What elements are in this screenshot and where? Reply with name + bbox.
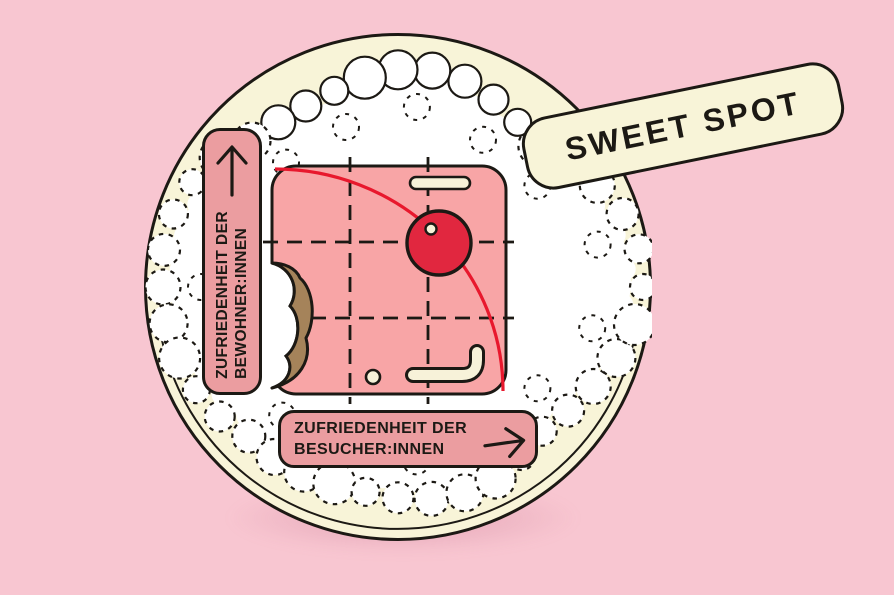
sprinkle-pill bbox=[408, 175, 472, 191]
y-axis-line1: ZUFRIEDENHEIT DER bbox=[214, 211, 231, 379]
doily-scallop bbox=[332, 113, 360, 141]
doily-scallop bbox=[319, 75, 350, 106]
doily-scallop bbox=[157, 198, 189, 230]
y-axis-label: ZUFRIEDENHEIT DER BEWOHNER:INNEN bbox=[202, 128, 262, 395]
bite-filling bbox=[270, 261, 314, 390]
marker-highlight bbox=[424, 222, 438, 236]
doily-scallop bbox=[551, 393, 586, 428]
doily-scallop bbox=[612, 302, 652, 347]
doily-scallop bbox=[613, 258, 636, 281]
doily-scallop bbox=[260, 104, 297, 141]
sprinkle-hook-fill bbox=[408, 347, 482, 380]
doily-scallop bbox=[530, 398, 553, 421]
doily-scallop bbox=[574, 367, 612, 406]
up-arrow-icon bbox=[212, 141, 252, 204]
x-axis-text: ZUFRIEDENHEIT DER BESUCHER:INNEN bbox=[281, 418, 467, 460]
doily-scallop bbox=[372, 466, 394, 489]
x-axis-line1: ZUFRIEDENHEIT DER bbox=[294, 420, 468, 437]
doily-scallop bbox=[342, 55, 387, 100]
plate-rim bbox=[160, 337, 636, 530]
doily-scallop bbox=[350, 476, 381, 507]
doily-scallop bbox=[231, 418, 267, 454]
chart-panel-group bbox=[249, 157, 514, 404]
doily-scallop bbox=[583, 230, 612, 259]
sprinkle-hook bbox=[405, 344, 485, 383]
right-arrow-icon bbox=[480, 422, 531, 467]
sweet-spot-marker bbox=[405, 209, 473, 277]
sprinkle-dot bbox=[364, 368, 382, 386]
doily-scallop bbox=[381, 481, 415, 515]
grid bbox=[263, 157, 514, 404]
doily-scallop bbox=[144, 268, 182, 306]
doily-scallop bbox=[623, 233, 652, 265]
doily-scallop bbox=[157, 336, 202, 380]
doily-scallop bbox=[477, 83, 510, 116]
doily-scallop bbox=[203, 400, 236, 433]
doily-scallop bbox=[605, 196, 640, 232]
doily-scallop bbox=[578, 314, 607, 343]
doily-scallop bbox=[289, 89, 323, 123]
doily-scallop bbox=[413, 51, 452, 90]
doily-scallop bbox=[596, 337, 637, 379]
doily-scallop bbox=[312, 461, 357, 506]
plate-rim-line bbox=[160, 337, 636, 530]
y-axis-text: ZUFRIEDENHEIT DER BEWOHNER:INNEN bbox=[213, 211, 251, 379]
doily-scallop bbox=[469, 125, 497, 154]
doily-scallop bbox=[402, 93, 431, 121]
doily-scallop bbox=[628, 272, 652, 302]
doily-scallop bbox=[413, 480, 450, 517]
doily-scallop bbox=[148, 303, 189, 344]
x-axis-line2: BESUCHER:INNEN bbox=[294, 441, 445, 458]
doily-scallop bbox=[146, 232, 182, 267]
doily-scallop bbox=[523, 374, 552, 403]
y-axis-line2: BEWOHNER:INNEN bbox=[233, 227, 250, 379]
doily-scallop bbox=[174, 224, 196, 247]
doily-scallop bbox=[447, 63, 483, 99]
x-axis-label: ZUFRIEDENHEIT DER BESUCHER:INNEN bbox=[278, 410, 538, 468]
